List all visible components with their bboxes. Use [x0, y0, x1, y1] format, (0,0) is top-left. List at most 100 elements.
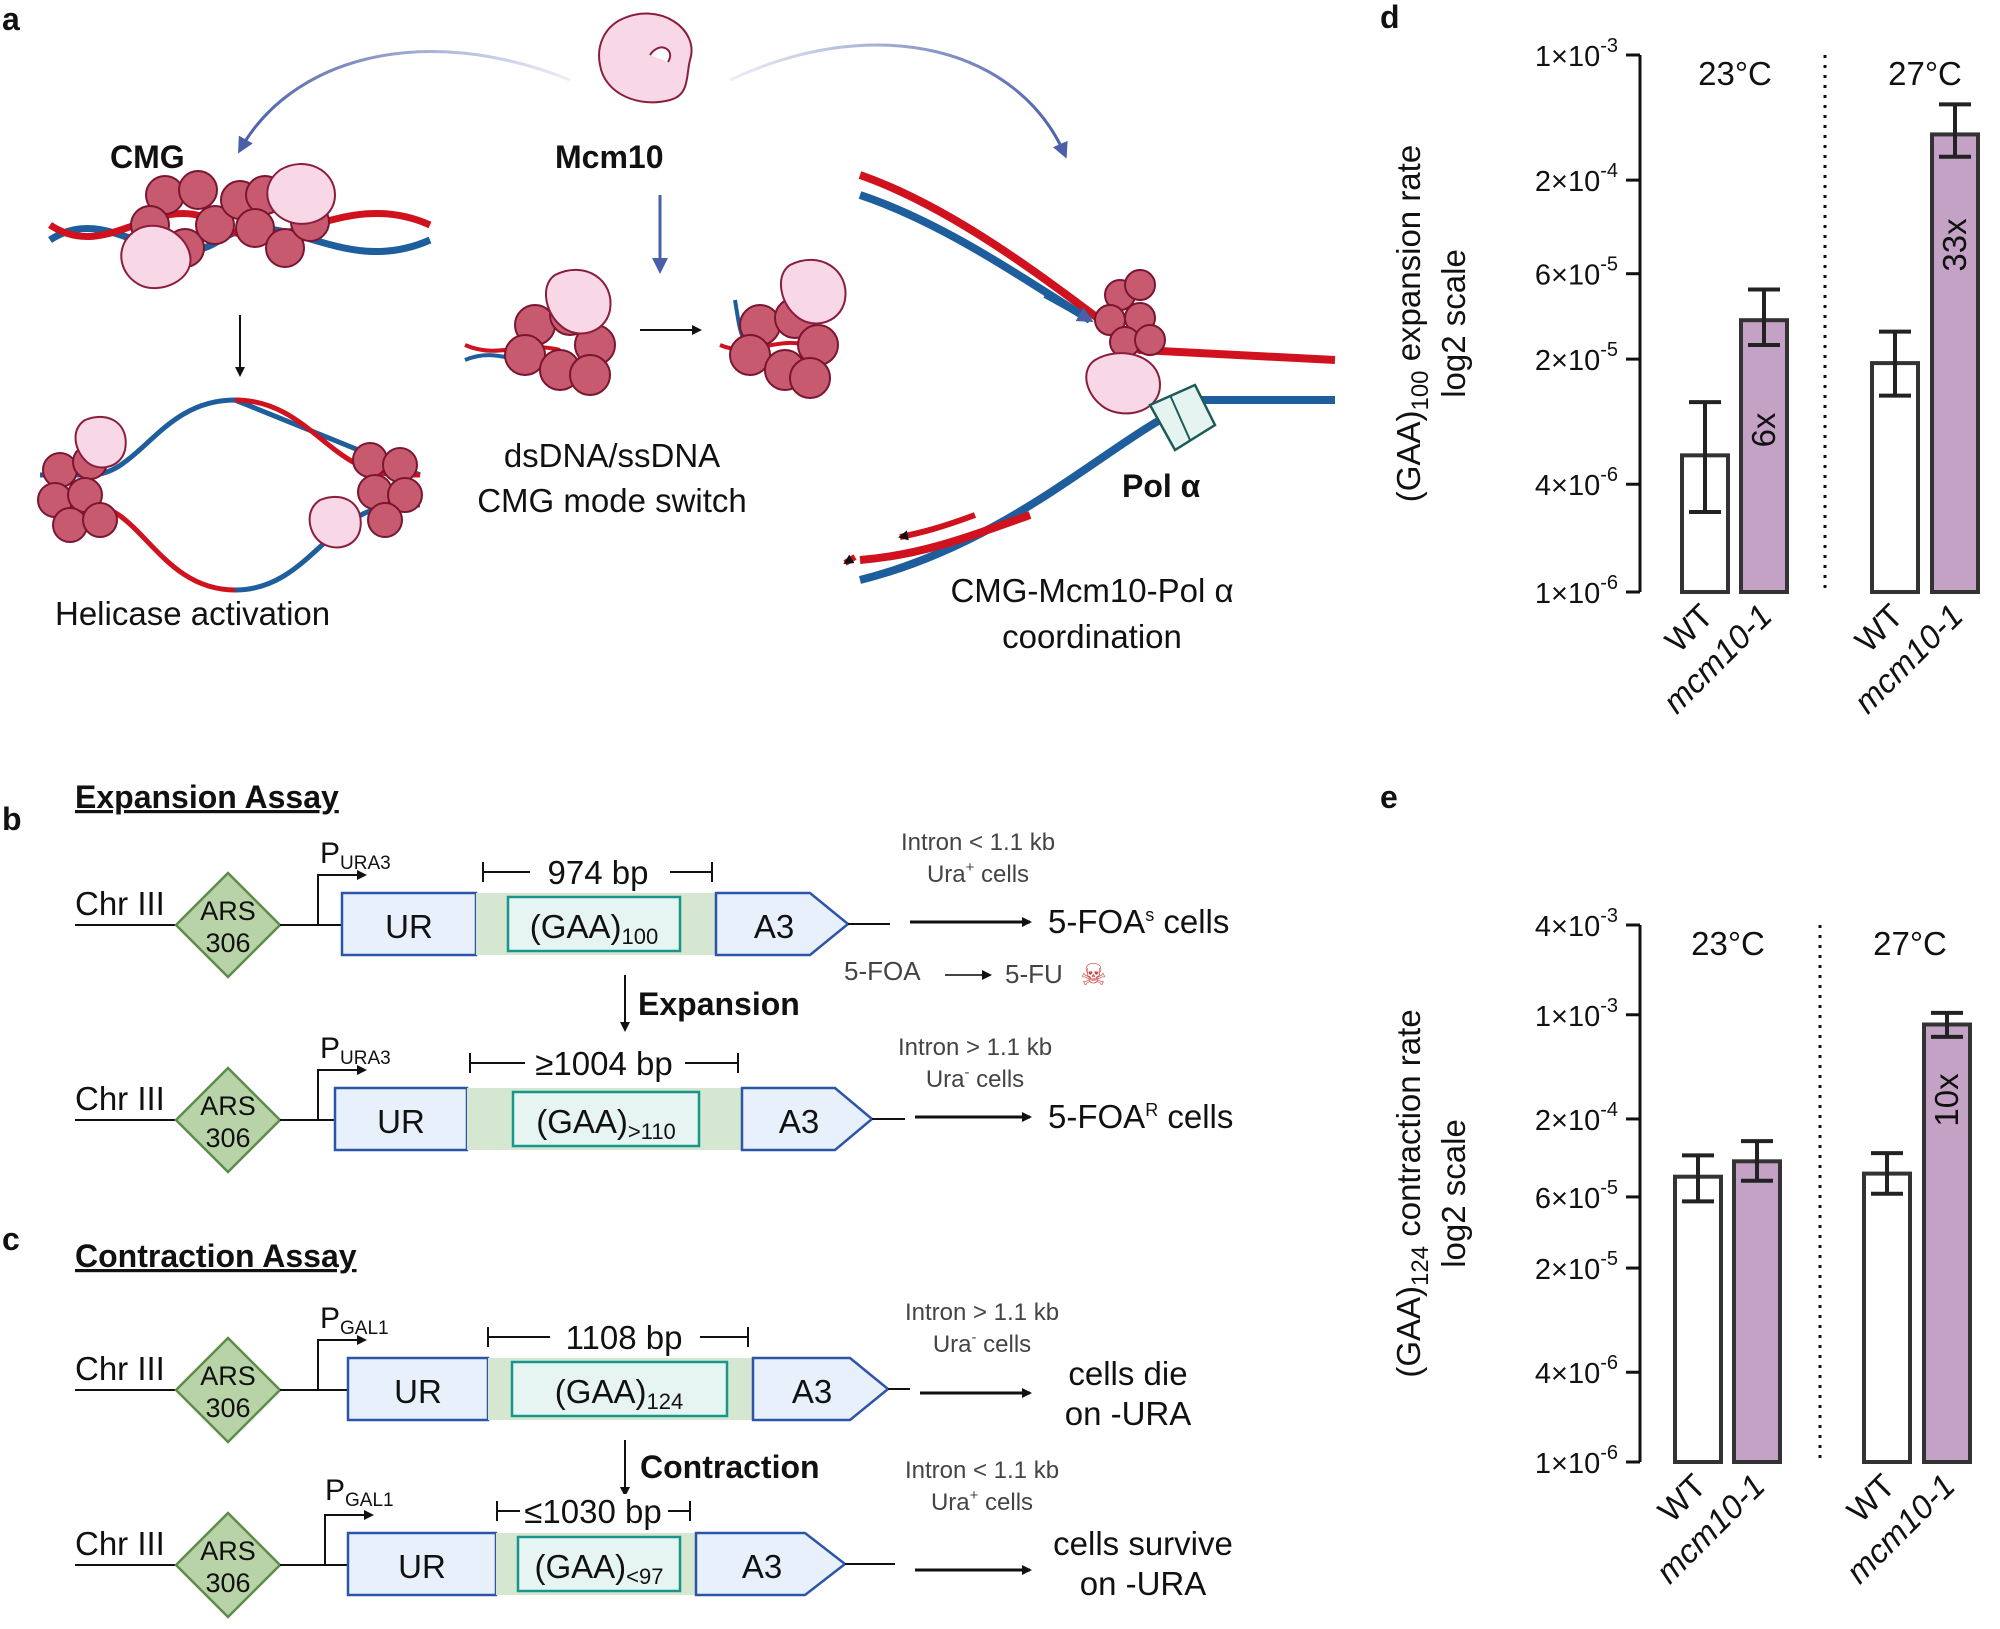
bar [1930, 132, 1980, 595]
panel-label-d: d [1380, 0, 1400, 35]
expansion-construct-bottom: Chr III ARS 306 PURA3 UR (GAA)>110 A3 ≥1… [75, 1032, 1233, 1174]
svg-text:Ura- cells: Ura- cells [933, 1329, 1031, 1358]
panel-label-c: c [2, 1221, 20, 1257]
svg-text:Intron < 1.1 kb: Intron < 1.1 kb [905, 1457, 1059, 1484]
y-tick-label: 4×10-3 [1535, 905, 1618, 943]
svg-text:≥1004 bp: ≥1004 bp [535, 1045, 672, 1082]
svg-text:1108 bp: 1108 bp [566, 1319, 683, 1356]
panel-label-a: a [2, 1, 20, 37]
svg-text:on -URA: on -URA [1080, 1565, 1207, 1602]
y-tick-label: 2×10-4 [1535, 160, 1618, 198]
y-axis-label: (GAA)100 expansion rate [1390, 145, 1434, 502]
svg-text:Chr III: Chr III [75, 1080, 165, 1117]
y-axis-label-line2: log2 scale [1435, 1119, 1472, 1268]
svg-text:Chr III: Chr III [75, 1525, 165, 1562]
svg-text:Ura- cells: Ura- cells [926, 1064, 1024, 1093]
mode-switch-diagram [464, 259, 847, 399]
svg-text:PGAL1: PGAL1 [320, 1302, 389, 1339]
svg-text:Intron > 1.1 kb: Intron > 1.1 kb [898, 1034, 1052, 1061]
arrow-to-pol [729, 43, 1068, 159]
fold-change-label: 10x [1928, 1073, 1965, 1127]
svg-text:(GAA)124: (GAA)124 [555, 1373, 683, 1414]
svg-text:A3: A3 [779, 1103, 819, 1140]
mcm10-icon [598, 12, 693, 104]
svg-text:ARS: ARS [200, 1091, 256, 1121]
svg-text:Ura+ cells: Ura+ cells [931, 1487, 1033, 1516]
expansion-construct-top: Chr III ARS 306 PURA3 UR (GAA)100 A3 974… [75, 829, 1229, 992]
fold-change-label: 33x [1936, 218, 1973, 272]
contraction-assay-title: Contraction Assay [75, 1238, 357, 1274]
y-tick-label: 1×10-6 [1535, 572, 1618, 610]
helicase-activation-label: Helicase activation [55, 595, 330, 632]
y-axis-label-line2: log2 scale [1435, 249, 1472, 398]
svg-text:PURA3: PURA3 [320, 837, 391, 874]
y-tick-label: 1×10-6 [1535, 1442, 1618, 1480]
svg-text:(GAA)<97: (GAA)<97 [535, 1548, 664, 1589]
coordination-line2: coordination [1002, 618, 1182, 655]
svg-text:Ura+ cells: Ura+ cells [927, 859, 1029, 888]
helicase-activation-diagram [37, 397, 423, 593]
svg-text:on -URA: on -URA [1065, 1395, 1192, 1432]
coordination-line1: CMG-Mcm10-Pol α [950, 572, 1233, 609]
svg-text:ARS: ARS [200, 1361, 256, 1391]
svg-text:UR: UR [377, 1103, 425, 1140]
panel-label-b: b [2, 801, 22, 837]
svg-text:A3: A3 [754, 908, 794, 945]
svg-text:5-FOA: 5-FOA [844, 956, 921, 986]
group-label: 27°C [1873, 925, 1947, 962]
svg-text:Chr III: Chr III [75, 1350, 165, 1387]
bar [1739, 318, 1789, 594]
fold-change-label: 6x [1745, 412, 1782, 447]
svg-text:Intron < 1.1 kb: Intron < 1.1 kb [901, 829, 1055, 856]
svg-text:306: 306 [205, 928, 250, 958]
y-tick-label: 4×10-6 [1535, 464, 1618, 502]
contraction-rate-chart: 4×10-3 1×10-3 2×10-4 6×10-5 2×10-5 4×10-6 1×10… [1390, 905, 1972, 1590]
arrow-to-cmg [238, 49, 571, 154]
expansion-event-label: Expansion [638, 986, 800, 1022]
group-label: 23°C [1698, 55, 1772, 92]
expansion-assay-title: Expansion Assay [75, 779, 339, 815]
svg-text:306: 306 [205, 1393, 250, 1423]
svg-text:(GAA)100: (GAA)100 [530, 908, 658, 949]
group-label: 23°C [1691, 925, 1765, 962]
svg-text:5-FU: 5-FU [1005, 959, 1063, 989]
mode-switch-line1: dsDNA/ssDNA [504, 437, 720, 474]
svg-text:UR: UR [385, 908, 433, 945]
svg-text:≤1030 bp: ≤1030 bp [524, 1493, 661, 1530]
svg-text:ARS: ARS [200, 896, 256, 926]
bar [1862, 1171, 1912, 1464]
svg-text:Intron > 1.1 kb: Intron > 1.1 kb [905, 1299, 1059, 1326]
svg-text:(GAA)>110: (GAA)>110 [536, 1103, 676, 1144]
cmg-label: CMG [110, 139, 185, 175]
svg-text:5-FOAs cells: 5-FOAs cells [1048, 903, 1229, 940]
svg-text:UR: UR [398, 1548, 446, 1585]
svg-text:306: 306 [205, 1123, 250, 1153]
y-tick-label: 2×10-4 [1535, 1099, 1618, 1137]
cmg-dsdna-diagram [48, 163, 432, 290]
y-tick-label: 1×10-3 [1535, 995, 1618, 1033]
bar [1732, 1159, 1782, 1465]
bar [1922, 1022, 1972, 1464]
svg-text:974 bp: 974 bp [548, 854, 649, 891]
replication-fork-diagram [843, 171, 1336, 584]
svg-text:cells die: cells die [1068, 1355, 1187, 1392]
svg-text:A3: A3 [742, 1548, 782, 1585]
y-tick-label: 1×10-3 [1535, 35, 1618, 73]
y-axis-label: (GAA)124 contraction rate [1390, 1009, 1434, 1377]
y-tick-label: 4×10-6 [1535, 1352, 1618, 1390]
y-tick-label: 6×10-5 [1535, 254, 1618, 292]
mode-switch-line2: CMG mode switch [477, 482, 747, 519]
mcm10-label: Mcm10 [555, 139, 664, 175]
y-tick-label: 6×10-5 [1535, 1177, 1618, 1215]
contraction-construct-bottom: Chr III ARS 306 PGAL1 UR (GAA)<97 A3 ≤10… [75, 1457, 1233, 1619]
contraction-event-label: Contraction [640, 1449, 820, 1485]
pol-alpha-label: Pol α [1122, 468, 1201, 504]
group-label: 27°C [1888, 55, 1962, 92]
svg-text:Chr III: Chr III [75, 885, 165, 922]
svg-text:UR: UR [394, 1373, 442, 1410]
bar [1870, 361, 1920, 595]
y-tick-label: 2×10-5 [1535, 1248, 1618, 1286]
bar [1673, 1174, 1723, 1464]
